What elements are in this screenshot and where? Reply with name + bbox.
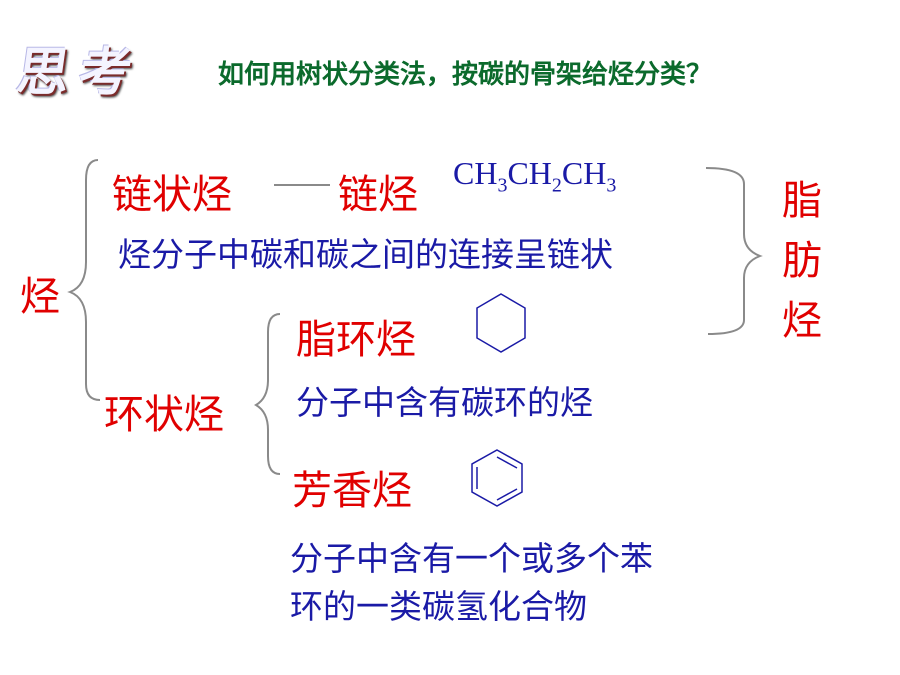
question-heading: 如何用树状分类法，按碳的骨架给烃分类？ [218, 60, 713, 90]
alicyclic-hydrocarbon-label: 脂环烃 [296, 317, 416, 363]
chain-hydrocarbon-synonym: 链烃 [338, 172, 418, 218]
cyclic-brace [254, 313, 281, 475]
aliphatic-char-1: 脂 [782, 178, 822, 224]
aliphatic-char-2: 肪 [782, 238, 822, 284]
main-brace [67, 159, 101, 401]
aromatic-hydrocarbon-label: 芳香烃 [292, 468, 412, 514]
cyclohexane-ring-icon [476, 293, 526, 353]
aromatic-definition-line2: 环的一类碳氢化合物 [290, 587, 587, 626]
chain-hydrocarbon-label: 链状烃 [112, 172, 232, 218]
root-hydrocarbon: 烃 [20, 274, 60, 320]
aliphatic-brace [705, 167, 763, 335]
benzene-ring-icon [471, 449, 523, 507]
chain-definition: 烃分子中碳和碳之间的连接呈链状 [118, 235, 613, 274]
alicyclic-definition: 分子中含有碳环的烃 [296, 383, 593, 422]
aliphatic-char-3: 烃 [782, 298, 822, 344]
cyclic-hydrocarbon-label: 环状烃 [104, 392, 224, 438]
propane-formula: CH3CH2CH3 [453, 155, 617, 197]
aromatic-definition-line1: 分子中含有一个或多个苯 [290, 539, 653, 578]
